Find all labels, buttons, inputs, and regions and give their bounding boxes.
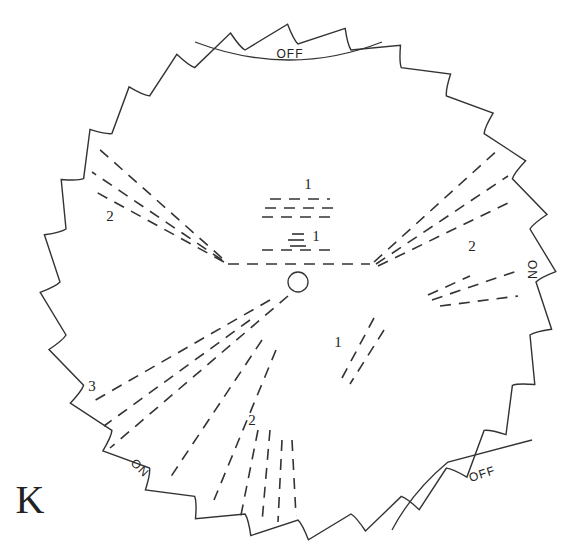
callout-number: 2 <box>248 413 256 428</box>
callout-number: 3 <box>88 379 96 394</box>
zone-label: ON <box>526 260 538 280</box>
callout-number: 2 <box>106 209 114 224</box>
callout-number: 1 <box>304 177 312 192</box>
callout-number: 2 <box>468 239 476 254</box>
callout-number: 1 <box>334 335 342 350</box>
short-dashes <box>288 234 306 246</box>
figure-letter: K <box>16 480 45 520</box>
dash-marks <box>92 148 520 522</box>
off-zone-line <box>392 440 532 530</box>
zone-label: OFF <box>277 48 304 60</box>
callout-number: 1 <box>312 229 320 244</box>
zone-label: OFF <box>467 464 496 484</box>
arbor-hole <box>288 272 308 292</box>
saw-teeth <box>40 24 556 540</box>
off-zone-line <box>195 42 382 60</box>
